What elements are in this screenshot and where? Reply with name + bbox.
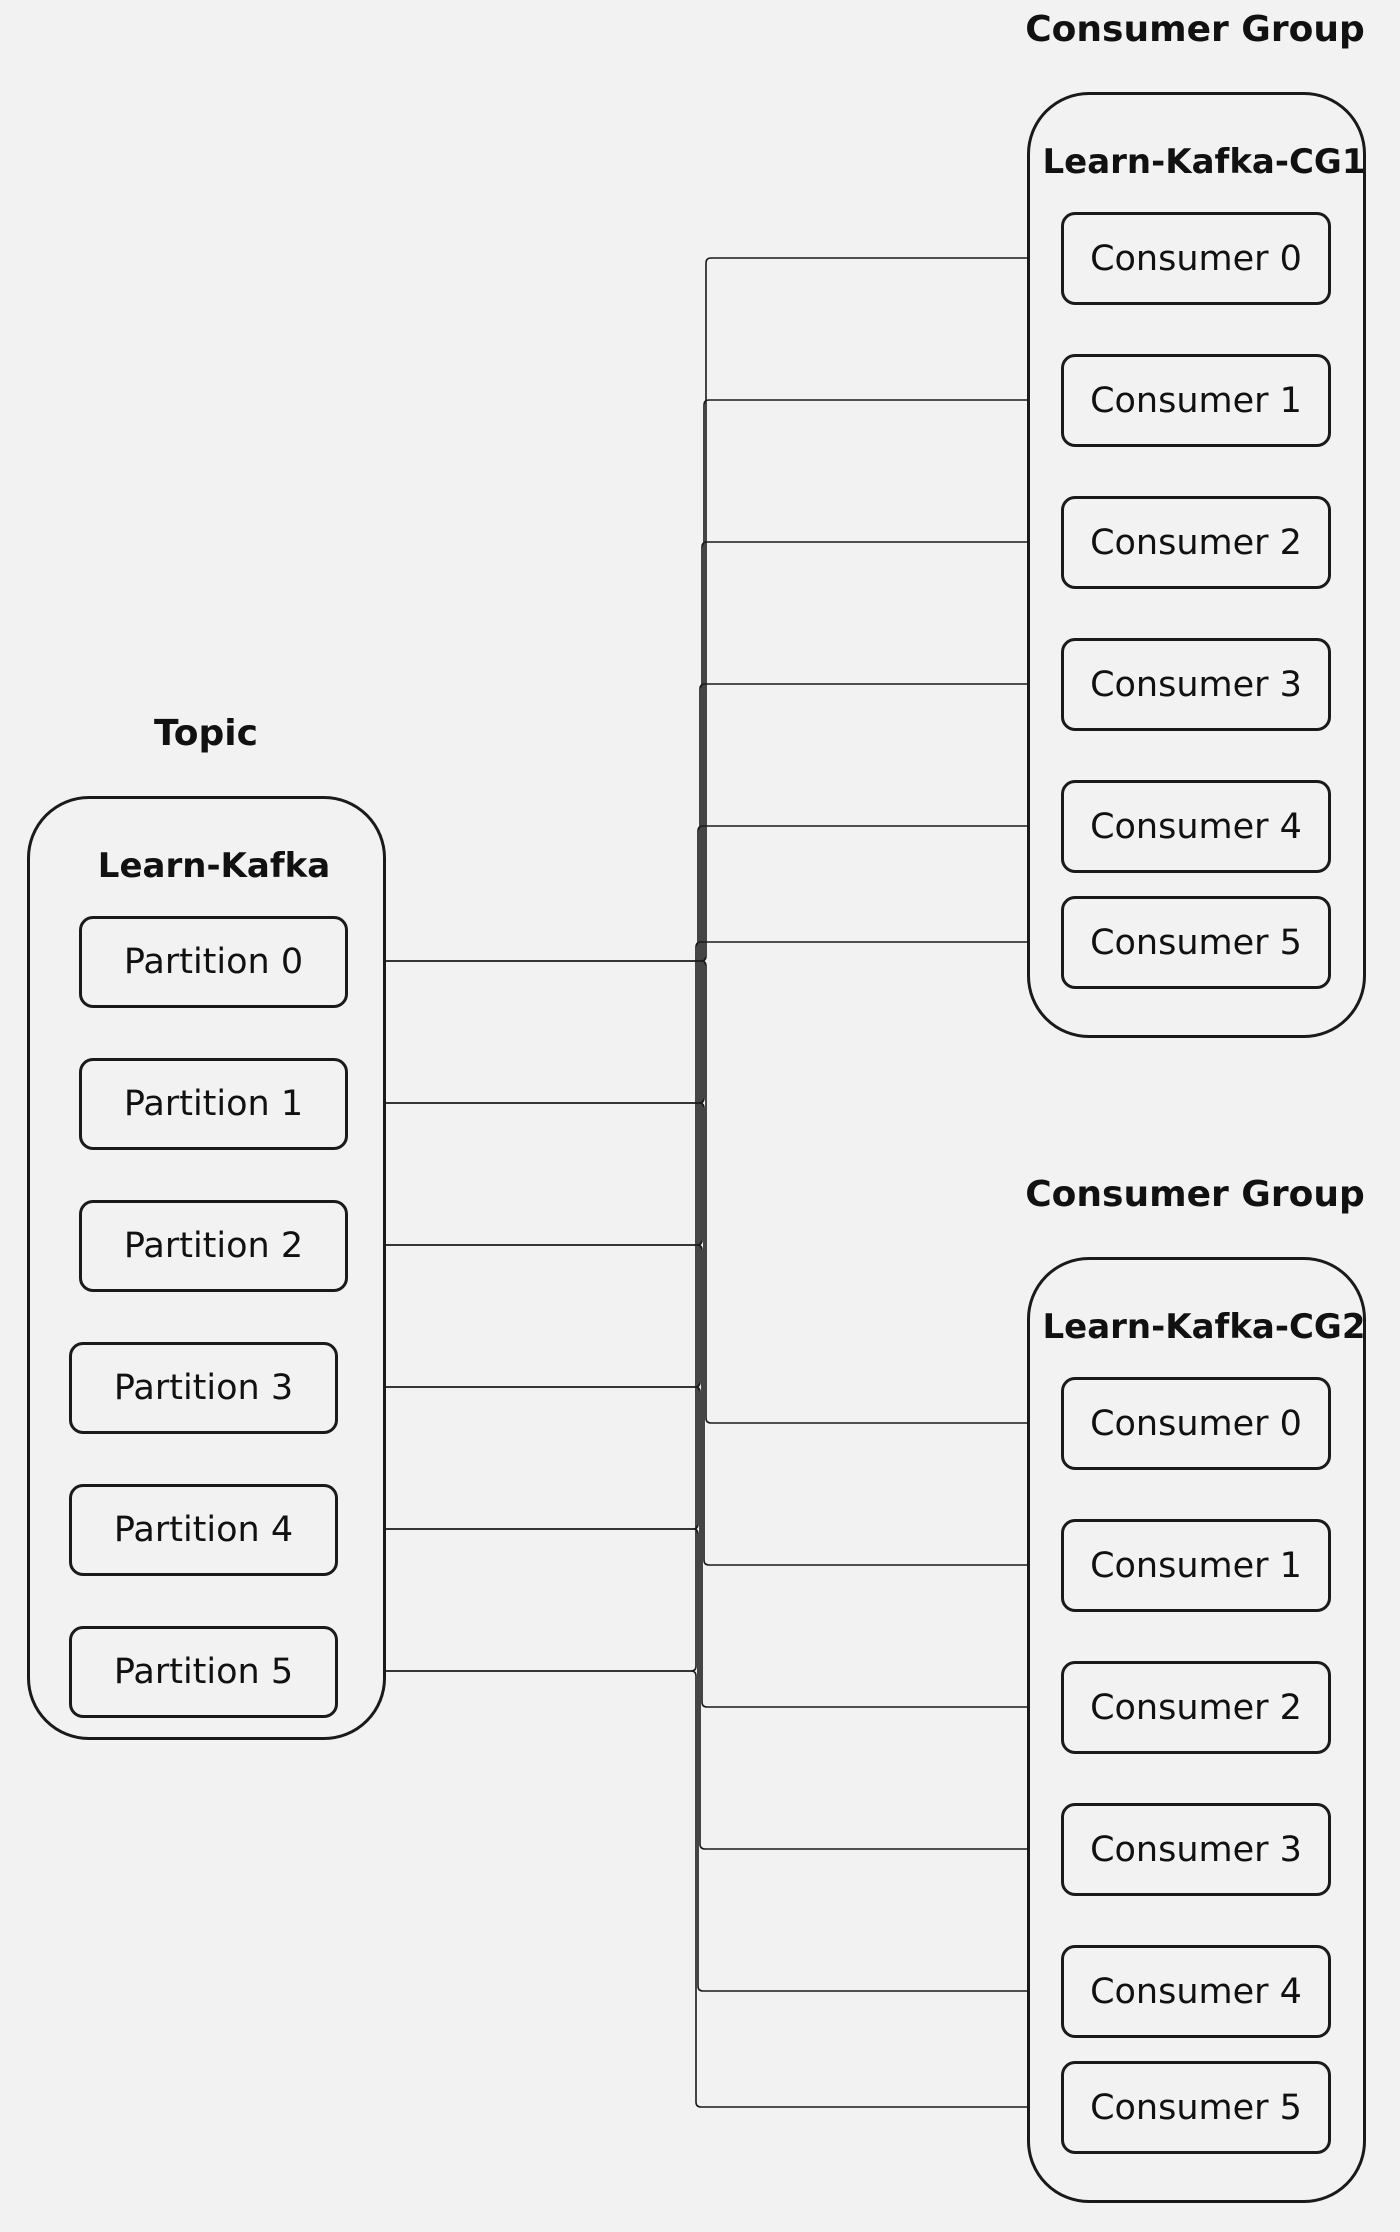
consumer-node[interactable]: Consumer 1 [1061, 1519, 1331, 1612]
consumer-node[interactable]: Consumer 0 [1061, 212, 1331, 305]
consumer-node[interactable]: Consumer 4 [1061, 780, 1331, 873]
consumer-node[interactable]: Consumer 5 [1061, 896, 1331, 989]
consumer-group-1-label: Consumer Group [1025, 9, 1365, 50]
topic-section-label: Topic [154, 713, 258, 754]
connector-line [350, 1244, 1062, 1712]
consumer-node[interactable]: Consumer 2 [1061, 496, 1331, 589]
connector-line [350, 253, 1062, 962]
connector-line [340, 1386, 1062, 1854]
consumer-node[interactable]: Consumer 2 [1061, 1661, 1331, 1754]
partition-node[interactable]: Partition 2 [79, 1200, 348, 1292]
consumer-node[interactable]: Consumer 3 [1061, 1803, 1331, 1896]
partition-node[interactable]: Partition 0 [79, 916, 348, 1008]
consumer-node[interactable]: Consumer 5 [1061, 2061, 1331, 2154]
partition-node[interactable]: Partition 4 [69, 1484, 338, 1576]
consumer-node[interactable]: Consumer 1 [1061, 354, 1331, 447]
consumer-node[interactable]: Consumer 4 [1061, 1945, 1331, 2038]
connector-line [340, 679, 1062, 1388]
connector-line [340, 1528, 1062, 1996]
partition-node[interactable]: Partition 5 [69, 1626, 338, 1718]
connector-line [350, 960, 1062, 1428]
topic-name: Learn-Kafka [97, 846, 331, 886]
consumer-node[interactable]: Consumer 0 [1061, 1377, 1331, 1470]
consumer-node[interactable]: Consumer 3 [1061, 638, 1331, 731]
consumer-group-1-name: Learn-Kafka-CG1 [1042, 142, 1366, 182]
connector-line [340, 1670, 1062, 2112]
consumer-group-2-name: Learn-Kafka-CG2 [1042, 1307, 1366, 1347]
partition-node[interactable]: Partition 1 [79, 1058, 348, 1150]
connector-line [350, 1102, 1062, 1570]
partition-node[interactable]: Partition 3 [69, 1342, 338, 1434]
consumer-group-2-label: Consumer Group [1025, 1174, 1365, 1215]
